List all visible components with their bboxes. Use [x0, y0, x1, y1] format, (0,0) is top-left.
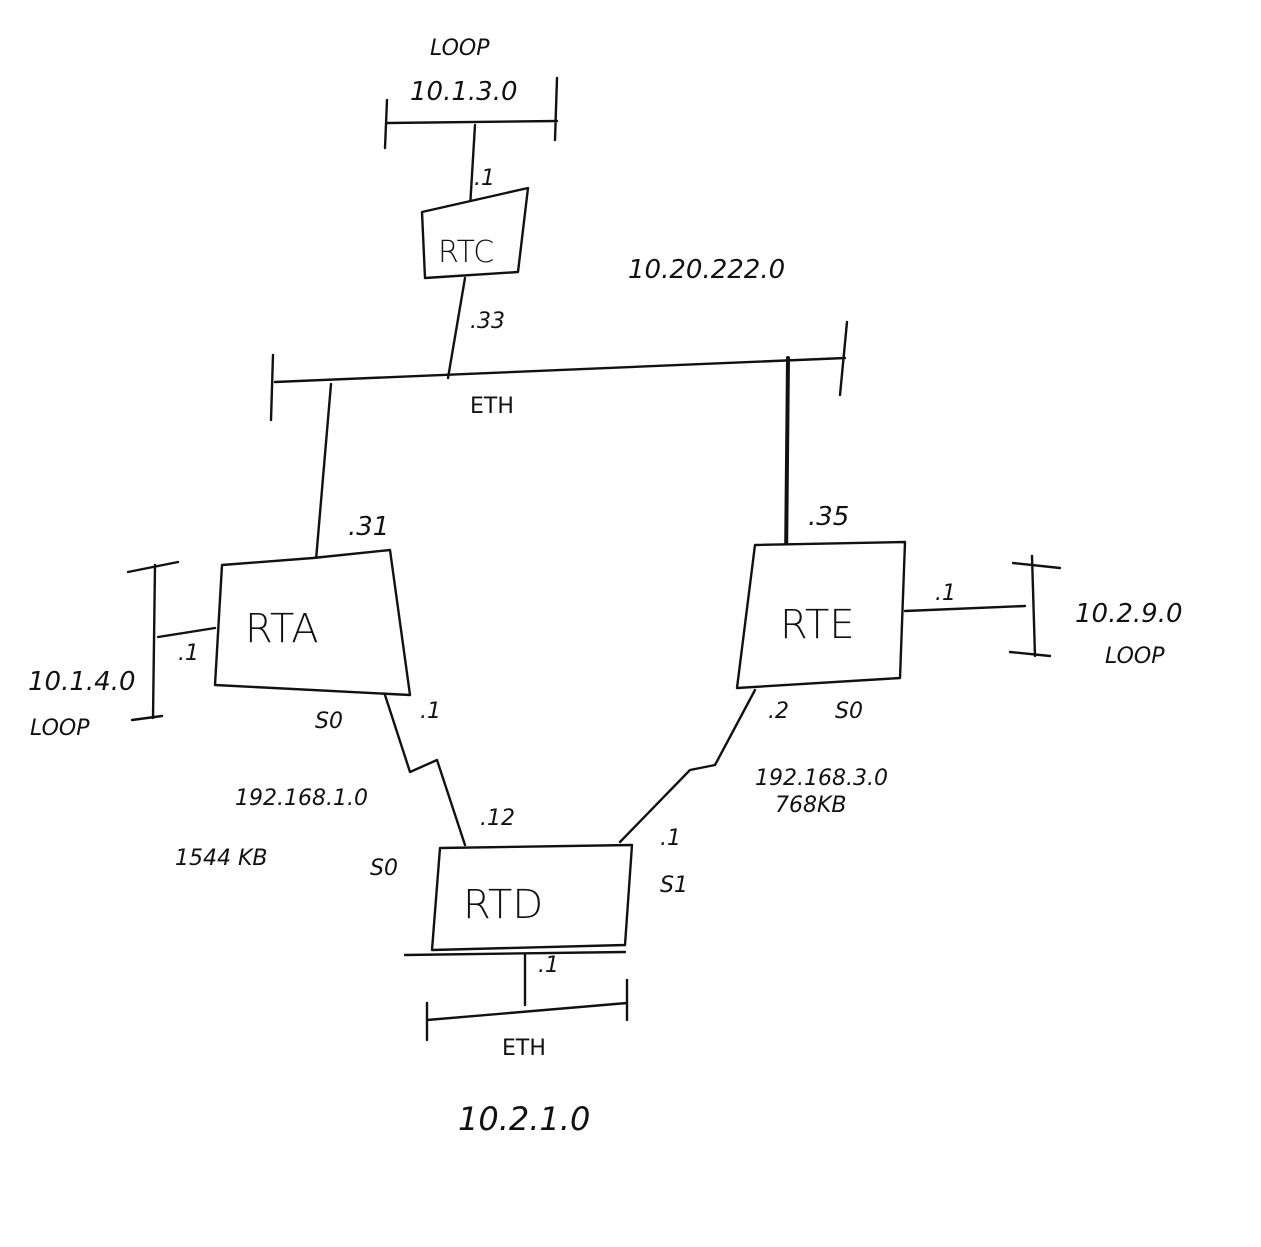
- router-rtd: RTD: [403, 843, 634, 957]
- router-rte: RTE: [735, 540, 907, 690]
- rtc-loop-if: .1: [474, 166, 495, 191]
- serial-de-address: 192.168.3.0: [755, 766, 888, 791]
- rte-loop-if: .1: [935, 581, 956, 606]
- rte-serial-port: S0: [835, 699, 863, 724]
- eth-top-type: ETH: [470, 394, 514, 419]
- rta-serial-port: S0: [315, 709, 343, 734]
- rte-loop-segment: .1 10.2.9.0 LOOP: [903, 554, 1183, 669]
- eth-top-rte-if: .35: [808, 502, 849, 532]
- rta-loop-type: LOOP: [30, 716, 90, 741]
- rte-loop-address: 10.2.9.0: [1075, 599, 1183, 629]
- serial-link-rtd-rte: .2 S0 192.168.3.0 768KB .1 S1: [618, 688, 888, 898]
- eth-top-segment: .33 ETH 10.20.222.0 .31 .35: [269, 255, 849, 564]
- rtd-serial0-if: .12: [480, 806, 515, 831]
- rte-loop-type: LOOP: [1105, 644, 1165, 669]
- router-rtc-label: RTC: [438, 235, 494, 270]
- router-rta-label: RTA: [245, 606, 319, 652]
- rtd-serial0-port: S0: [370, 856, 398, 881]
- eth-top-address: 10.20.222.0: [628, 255, 785, 285]
- rtc-loop-segment: LOOP 10.1.3.0 .1: [383, 36, 559, 210]
- serial-link-rta-rtd: S0 .1 192.168.1.0 1544 KB .12 S0: [175, 693, 515, 881]
- rtc-loop-address: 10.1.3.0: [410, 77, 518, 107]
- rta-loop-segment: .1 10.1.4.0 LOOP: [28, 560, 217, 741]
- rtd-serial1-if: .1: [660, 826, 681, 851]
- rtc-loop-type: LOOP: [430, 36, 490, 61]
- eth-bottom-type: ETH: [502, 1036, 546, 1061]
- router-rtd-label: RTD: [463, 882, 543, 928]
- eth-bottom-segment: .1 ETH 10.2.1.0: [425, 953, 629, 1138]
- serial-ad-address: 192.168.1.0: [235, 786, 368, 811]
- rta-loop-address: 10.1.4.0: [28, 667, 136, 697]
- eth-bottom-rtd-if: .1: [538, 953, 559, 978]
- router-rta: RTA: [213, 548, 412, 697]
- serial-de-bandwidth: 768KB: [775, 793, 847, 818]
- eth-bottom-address: 10.2.1.0: [458, 1100, 590, 1138]
- serial-ad-bandwidth: 1544 KB: [175, 846, 268, 871]
- router-rtc: RTC: [420, 186, 530, 280]
- rte-serial-if: .2: [768, 699, 789, 724]
- rtd-serial1-port: S1: [660, 873, 688, 898]
- rta-loop-if: .1: [178, 641, 199, 666]
- router-rte-label: RTE: [780, 602, 855, 648]
- eth-top-rtc-if: .33: [470, 309, 505, 334]
- rta-serial-if: .1: [420, 699, 441, 724]
- eth-top-rta-if: .31: [348, 512, 389, 542]
